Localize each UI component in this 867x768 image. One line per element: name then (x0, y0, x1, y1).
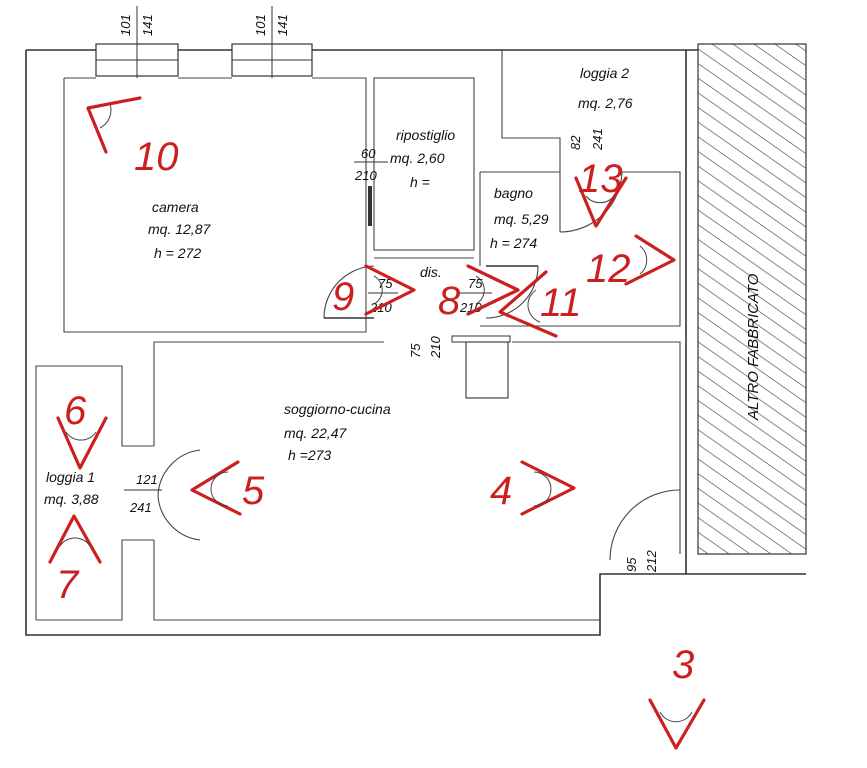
svg-text:11: 11 (540, 281, 582, 325)
svg-text:8: 8 (438, 279, 461, 323)
window-1 (95, 6, 179, 78)
svg-text:h = 272: h = 272 (154, 245, 201, 261)
door-8-swing (485, 265, 539, 319)
svg-text:9: 9 (332, 275, 354, 319)
marker-8: 8 (438, 264, 520, 323)
svg-text:10: 10 (134, 135, 179, 179)
window-2 (231, 6, 313, 78)
svg-text:12: 12 (586, 247, 631, 291)
entry-door-dimension: 95 212 (624, 550, 659, 573)
window-1-dimension: 101 141 (118, 14, 155, 36)
svg-text:camera: camera (152, 199, 199, 215)
marker-13: 13 (574, 157, 628, 228)
svg-text:bagno: bagno (494, 185, 533, 201)
svg-text:141: 141 (140, 14, 155, 36)
svg-text:loggia 1: loggia 1 (46, 469, 95, 485)
room-loggia-1: loggia 1 mq. 3,88 (35, 365, 154, 621)
svg-text:141: 141 (275, 14, 290, 36)
svg-text:241: 241 (129, 500, 152, 515)
svg-text:75: 75 (408, 343, 423, 358)
marker-5: 5 (190, 460, 265, 516)
svg-text:ripostiglio: ripostiglio (396, 127, 455, 143)
marker-7: 7 (48, 514, 102, 607)
svg-text:95: 95 (624, 557, 639, 572)
ripostiglio-door-dimension: 60 210 (354, 146, 388, 183)
svg-text:60: 60 (361, 146, 376, 161)
adjacent-building-hatch (697, 43, 807, 555)
loggia-2-door-dimension: 82 241 (568, 128, 605, 151)
room-bagno: bagno mq. 5,29 h = 274 (479, 171, 560, 266)
svg-text:mq. 22,47: mq. 22,47 (284, 425, 347, 441)
svg-text:101: 101 (253, 14, 268, 36)
loggia-1-door-swing-bottom (157, 495, 201, 541)
svg-text:3: 3 (672, 643, 694, 687)
door-9-swing (323, 265, 375, 319)
svg-text:mq. 2,60: mq. 2,60 (390, 150, 445, 166)
svg-text:75: 75 (468, 276, 483, 291)
room-ripostiglio: ripostiglio mq. 2,60 h = (368, 77, 475, 251)
marker-6: 6 (56, 389, 108, 470)
svg-text:loggia 2: loggia 2 (580, 65, 629, 81)
marker-11: 11 (498, 270, 582, 338)
svg-text:mq. 5,29: mq. 5,29 (494, 211, 549, 227)
marker-3: 3 (648, 643, 706, 750)
svg-text:soggiorno-cucina: soggiorno-cucina (284, 401, 391, 417)
dis-door-dimension: 75 210 (408, 336, 443, 359)
marker-12: 12 (586, 234, 676, 291)
svg-text:7: 7 (56, 563, 80, 607)
svg-text:241: 241 (590, 128, 605, 151)
dis-door-leaf (451, 335, 511, 343)
marker-10: 10 (86, 96, 179, 179)
svg-text:h = 274: h = 274 (490, 235, 537, 251)
svg-text:6: 6 (64, 389, 87, 433)
svg-text:mq. 12,87: mq. 12,87 (148, 221, 211, 237)
svg-text:13: 13 (578, 157, 623, 201)
entry-door-swing (609, 489, 681, 561)
room-soggiorno-cucina: soggiorno-cucina mq. 22,47 h =273 (153, 341, 681, 621)
svg-text:h =: h = (410, 174, 430, 190)
svg-text:212: 212 (644, 550, 659, 573)
svg-text:h =273: h =273 (288, 447, 331, 463)
svg-text:mq. 3,88: mq. 3,88 (44, 491, 99, 507)
svg-text:4: 4 (490, 469, 512, 513)
svg-text:121: 121 (136, 472, 158, 487)
room-dis: dis. (374, 257, 474, 280)
marker-9: 9 (332, 264, 416, 319)
room-camera: camera mq. 12,87 h = 272 (63, 77, 367, 333)
adjacent-building-label: ALTRO FABBRICATO (745, 273, 762, 421)
svg-text:mq. 2,76: mq. 2,76 (578, 95, 633, 111)
cabinet (465, 341, 509, 399)
svg-text:210: 210 (354, 168, 377, 183)
room-loggia-2: loggia 2 mq. 2,76 (480, 50, 681, 327)
loggia-1-door-swing-top (157, 449, 201, 497)
svg-text:210: 210 (428, 336, 443, 359)
loggia-1-door-dimension: 121 241 (124, 472, 162, 515)
outer-walls (25, 49, 806, 636)
svg-text:101: 101 (118, 14, 133, 36)
svg-text:82: 82 (568, 135, 583, 150)
marker-4: 4 (490, 460, 576, 516)
svg-text:dis.: dis. (420, 264, 442, 280)
window-2-dimension: 101 141 (253, 14, 290, 36)
svg-text:5: 5 (242, 469, 265, 513)
